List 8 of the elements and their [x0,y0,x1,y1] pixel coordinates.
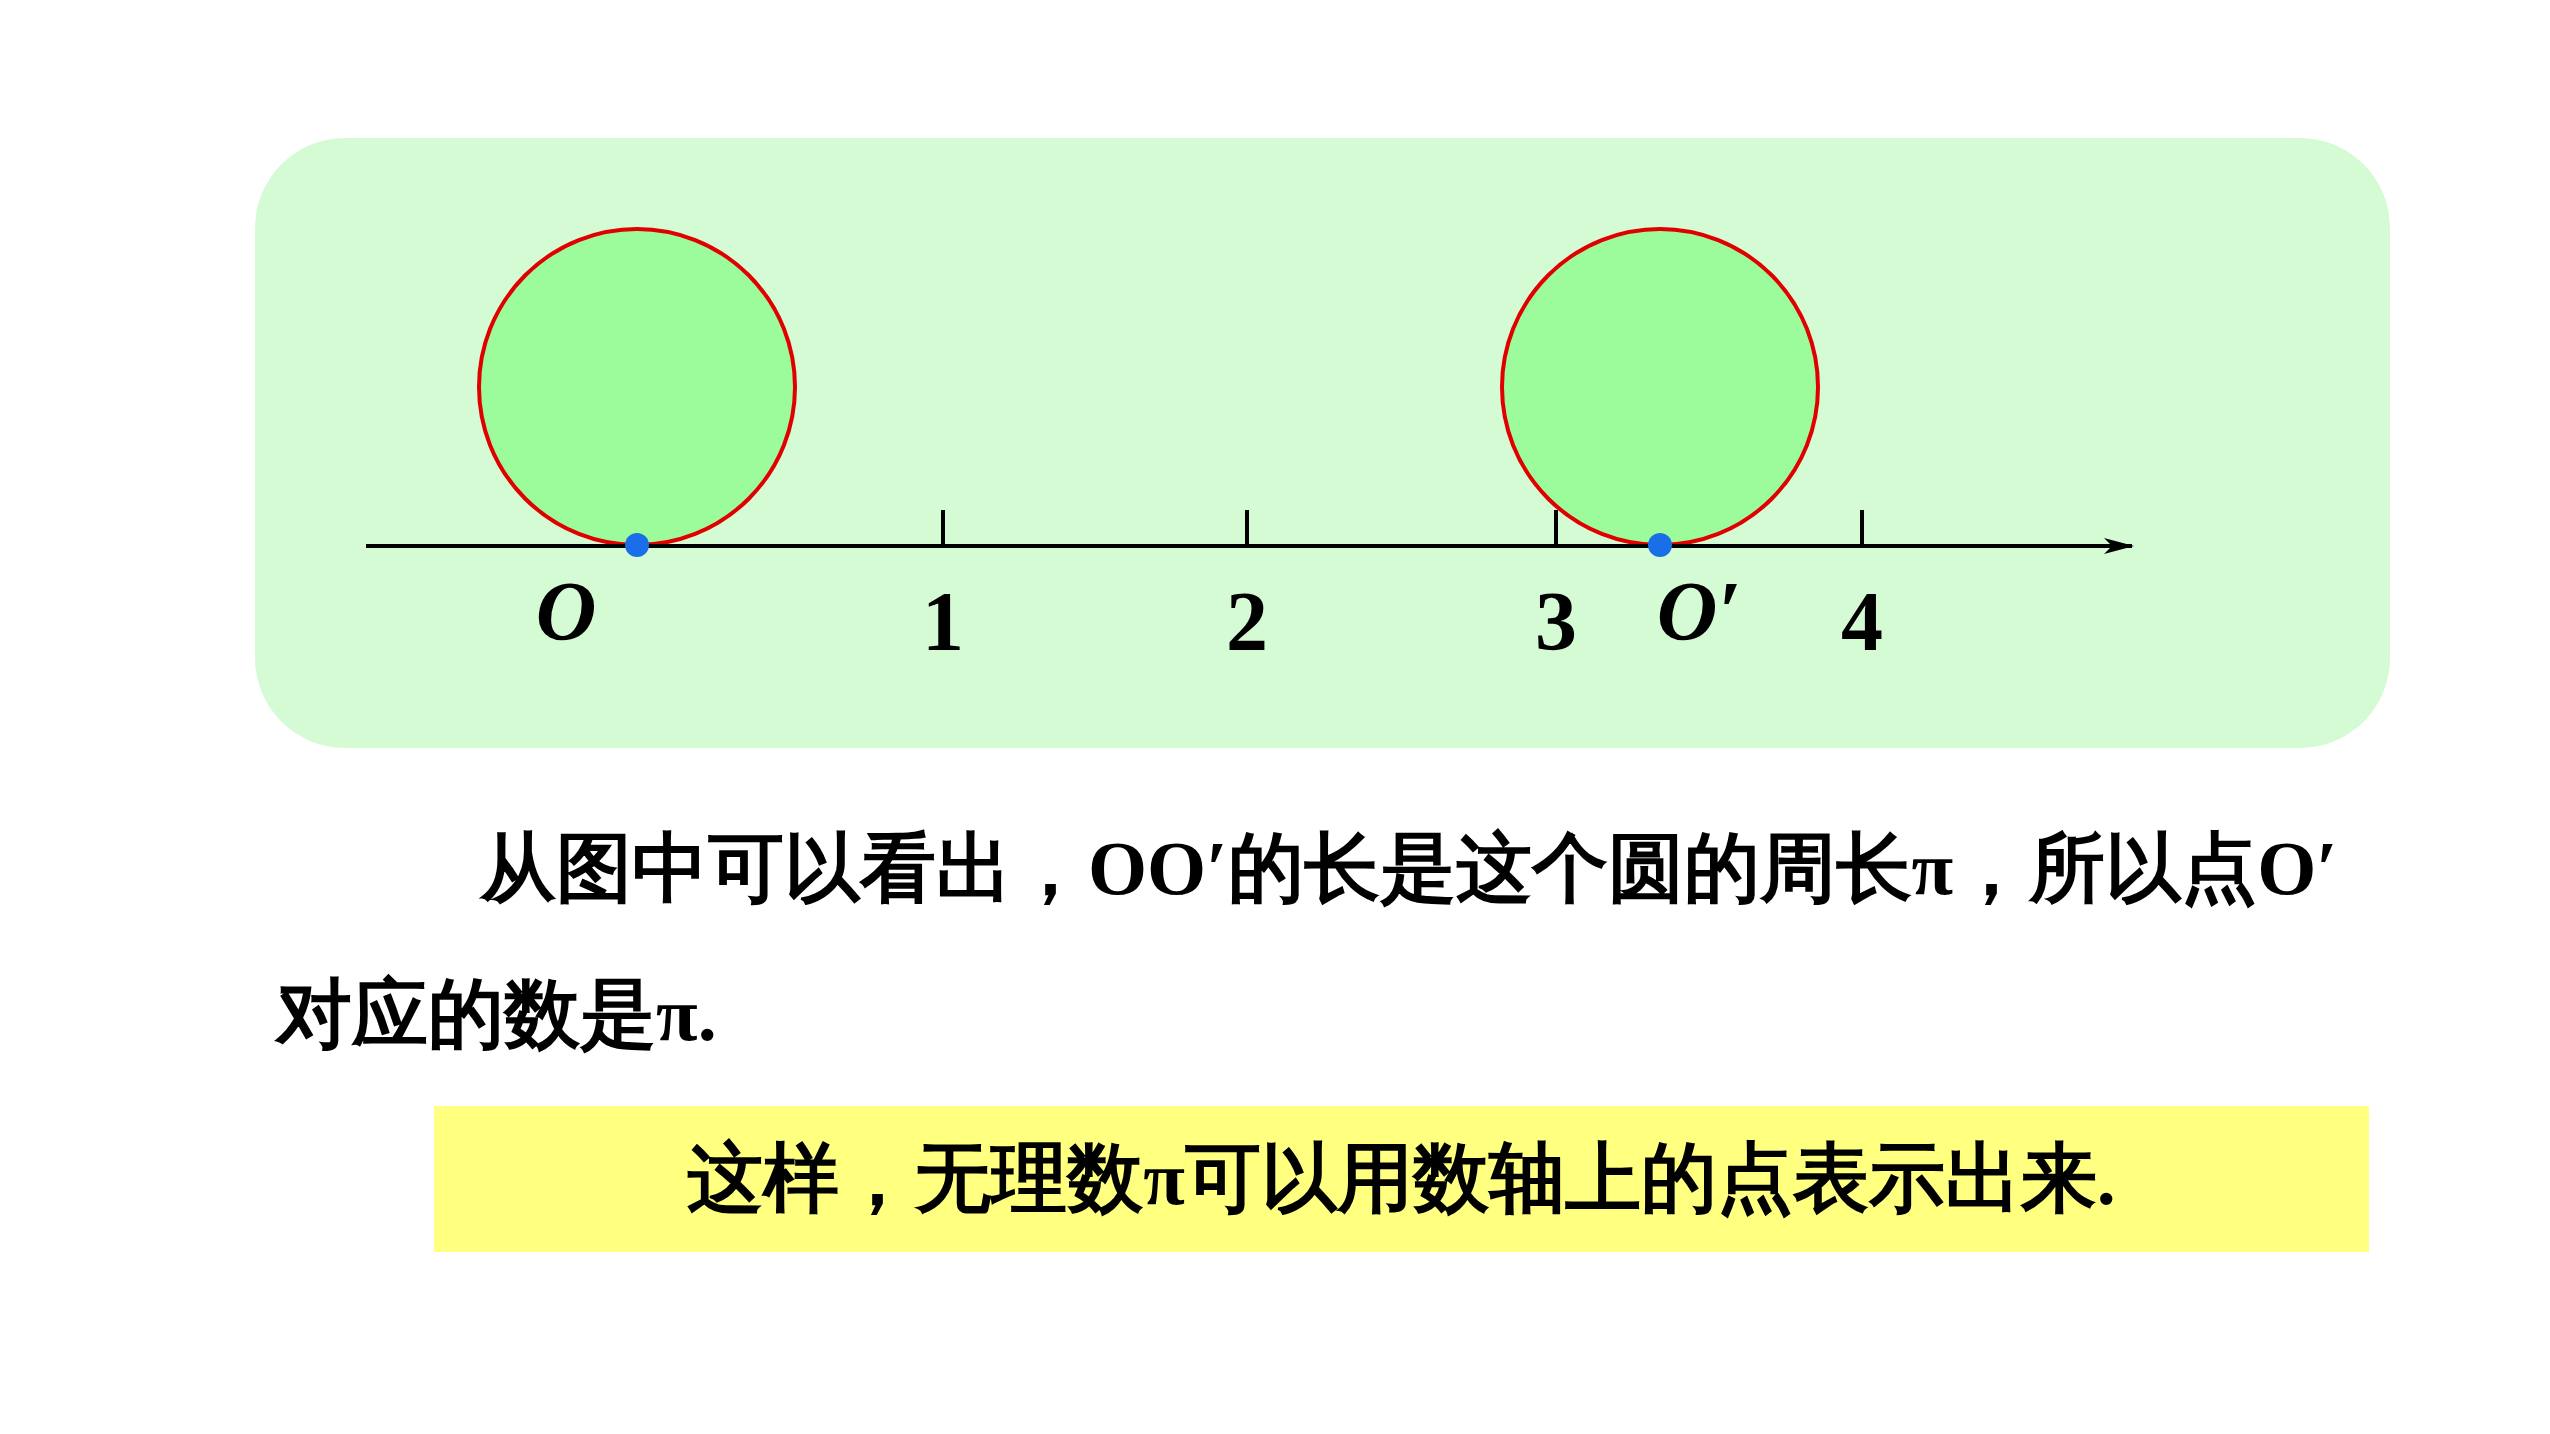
tick-label: 1 [922,580,964,664]
point-label: O′ [1656,570,1742,654]
tick-label: 3 [1535,580,1577,664]
tick-label: 2 [1226,580,1268,664]
explanation-text: 从图中可以看出，OO′的长是这个圆的周长π，所以点O′对应的数是π. [276,825,2339,1058]
highlighted-conclusion: 这样，无理数π可以用数轴上的点表示出来. [434,1106,2369,1252]
tick-label: 4 [1841,580,1883,664]
point-label: O [535,570,597,654]
